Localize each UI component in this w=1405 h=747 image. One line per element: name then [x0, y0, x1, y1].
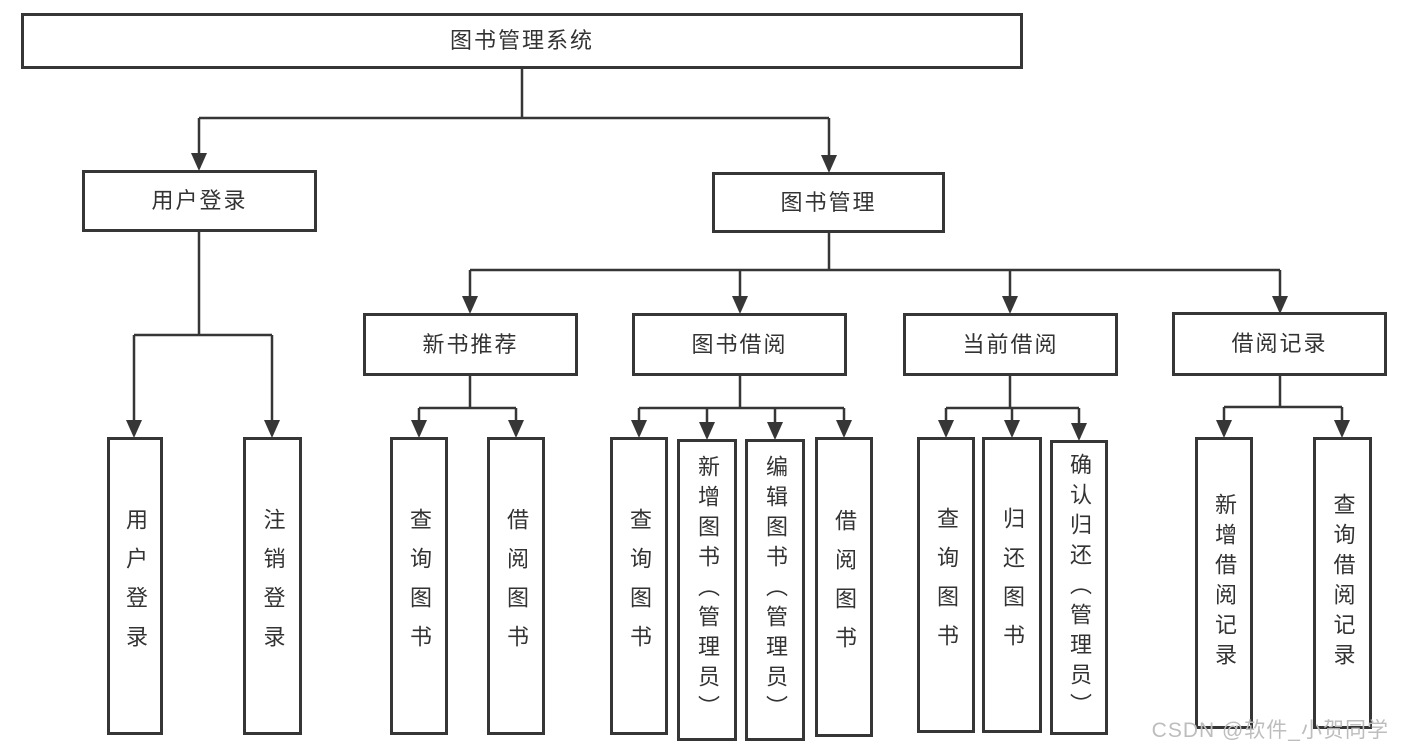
connector-borrow-records-children: [1222, 376, 1344, 420]
arrowhead: [462, 296, 478, 314]
arrowhead: [732, 296, 748, 314]
leaf-cb-confirm-return-admin: 确认归还（管理员）: [1050, 440, 1108, 735]
connector-new-book-children: [417, 376, 518, 420]
node-borrowing-records: 借阅记录: [1172, 312, 1387, 376]
node-book-borrowing: 图书借阅: [632, 313, 847, 376]
arrowhead: [508, 420, 524, 438]
csdn-watermark: CSDN @软件_小贺同学: [1151, 719, 1389, 742]
arrowhead: [126, 420, 142, 438]
arrowhead: [767, 422, 783, 440]
arrowhead: [836, 420, 852, 438]
arrowhead: [821, 155, 837, 173]
leaf-bb-query-books: 查询图书: [610, 437, 668, 735]
leaf-user-login: 用户登录: [107, 437, 163, 735]
connector-current-borrow-children: [944, 376, 1081, 423]
node-user-login: 用户登录: [82, 170, 317, 232]
node-current-borrowing: 当前借阅: [903, 313, 1118, 376]
leaf-br-add-record: 新增借阅记录: [1195, 437, 1253, 729]
leaf-logout: 注销登录: [243, 437, 302, 735]
arrowhead: [191, 153, 207, 171]
arrowhead: [1272, 296, 1288, 314]
connector-book-borrow-children: [637, 376, 846, 422]
leaf-cb-query-books: 查询图书: [917, 437, 975, 733]
leaf-br-query-record: 查询借阅记录: [1313, 437, 1372, 729]
leaf-cb-return-books: 归还图书: [982, 437, 1042, 733]
connector-root-to-level2: [197, 67, 831, 155]
arrowhead: [631, 420, 647, 438]
arrowhead: [1071, 423, 1087, 441]
connector-book-mgmt-children: [468, 233, 1282, 296]
arrowhead: [264, 420, 280, 438]
arrowhead: [411, 420, 427, 438]
node-book-management: 图书管理: [712, 172, 945, 233]
arrowhead: [938, 420, 954, 438]
leaf-nbr-borrow-books: 借阅图书: [487, 437, 545, 735]
leaf-bb-borrow-books: 借阅图书: [815, 437, 873, 737]
arrowhead: [699, 422, 715, 440]
leaf-bb-add-books-admin: 新增图书（管理员）: [677, 439, 737, 741]
leaf-nbr-query-books: 查询图书: [390, 437, 448, 735]
leaf-bb-edit-books-admin: 编辑图书（管理员）: [745, 439, 805, 741]
node-root-system: 图书管理系统: [21, 13, 1023, 69]
connector-user-login-children: [132, 232, 274, 420]
arrowhead: [1004, 420, 1020, 438]
arrowhead: [1002, 296, 1018, 314]
node-new-book-recommend: 新书推荐: [363, 313, 578, 376]
arrowhead: [1334, 420, 1350, 438]
arrowhead: [1216, 420, 1232, 438]
